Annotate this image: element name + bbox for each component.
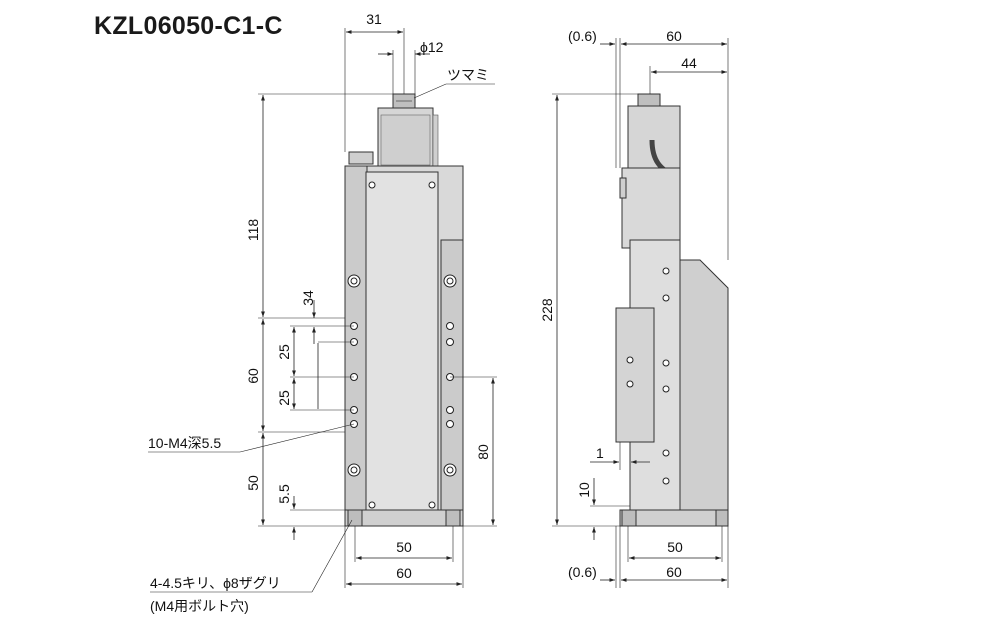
base-plate	[344, 509, 464, 527]
label-holes-line2: (M4用ボルト穴)	[150, 598, 249, 614]
side-dim-60-bottom: 60	[666, 564, 682, 580]
side-carriage	[615, 307, 655, 443]
dim-25b: 25	[276, 390, 292, 406]
dim-80: 80	[475, 444, 491, 460]
side-dim-44: 44	[681, 55, 697, 71]
side-dim-0-6-top: (0.6)	[568, 28, 597, 44]
dim-118: 118	[245, 219, 261, 242]
label-holes-line1: 4-4.5キリ、ϕ8ザグリ	[150, 575, 281, 591]
drawing-title: KZL06050-C1-C	[94, 12, 283, 40]
dim-31: 31	[366, 11, 382, 27]
label-m4-holes: 10-M4深5.5	[148, 435, 221, 451]
label-knob: ツマミ	[447, 67, 489, 83]
carriage-screws	[368, 181, 436, 509]
dim-60-bottom: 60	[396, 565, 412, 581]
side-dim-1: 1	[596, 445, 604, 461]
center-carriage	[365, 171, 439, 513]
front-view: 31 ϕ12 ツマミ 118 60 50 34 25 25	[148, 11, 497, 614]
side-dim-50-bottom: 50	[667, 539, 683, 555]
dim-phi12: ϕ12	[420, 39, 444, 55]
dim-50-bottom: 50	[396, 539, 412, 555]
side-wedge	[679, 259, 729, 511]
side-holes	[626, 267, 670, 485]
side-view: (0.6) 60 44 228 1 10 50 (0.6) 60	[539, 28, 729, 588]
side-dim-0-6-bottom: (0.6)	[568, 564, 597, 580]
dim-50-left: 50	[245, 475, 261, 491]
side-knob	[637, 93, 661, 107]
dim-60: 60	[245, 368, 261, 384]
side-dim-10: 10	[576, 482, 592, 498]
dim-34: 34	[300, 290, 316, 306]
dim-25a: 25	[276, 344, 292, 360]
counterbore-holes	[347, 274, 457, 477]
side-dim-60-top: 60	[666, 28, 682, 44]
side-dim-228: 228	[539, 298, 555, 322]
dim-5-5: 5.5	[276, 484, 292, 504]
